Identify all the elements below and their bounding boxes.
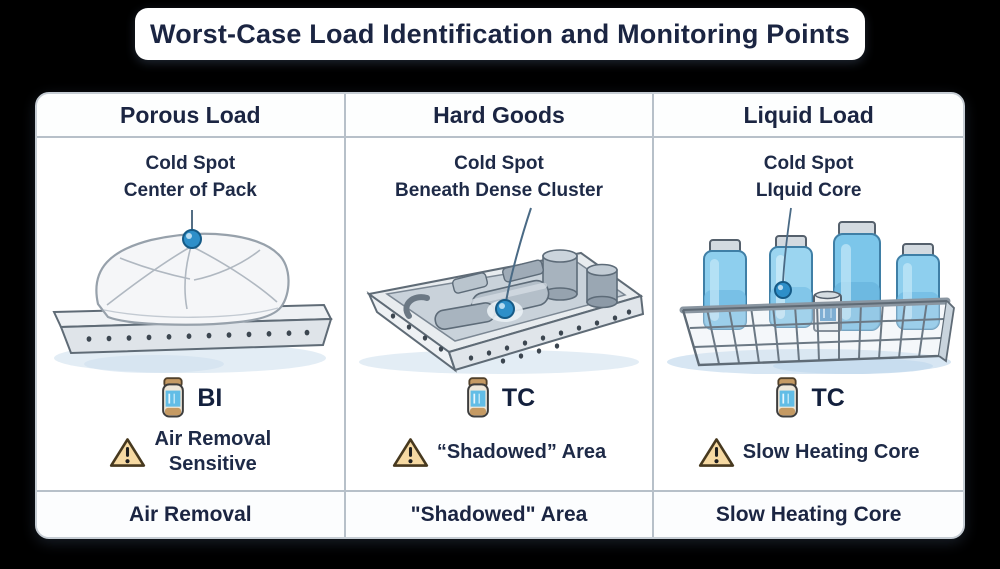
cold-spot-annotation: Cold Spot Beneath Dense Cluster — [395, 150, 603, 206]
cold-spot-line1: Cold Spot — [763, 153, 854, 174]
warning-line2: Sensitive — [168, 453, 257, 475]
footer-liquid-load: Slow Heating Core — [654, 490, 963, 537]
warning-line1: Slow Heating Core — [742, 440, 920, 463]
cold-spot-line2: LIquid Core — [755, 180, 862, 201]
tc-vial-icon — [466, 377, 489, 418]
diagram-title-box: Worst-Case Load Identification and Monit… — [135, 8, 865, 60]
wrapped-pack-illustration — [52, 210, 333, 373]
warning-line1: Air Removal — [154, 428, 272, 450]
warning-text: Air Removal Sensitive — [154, 427, 271, 477]
column-header-porous-load: Porous Load — [37, 94, 346, 138]
footer-porous-load: Air Removal — [37, 490, 346, 537]
column-header-hard-goods: Hard Goods — [345, 94, 655, 138]
warning-row: “Shadowed” Area — [392, 422, 606, 490]
column-header-liquid-load: Liquid Load — [654, 94, 963, 138]
liquid-bottles-illustration — [666, 207, 955, 374]
warning-triangle-icon — [392, 437, 428, 467]
hard-goods-cell: Cold Spot Beneath Dense Cluster — [345, 138, 655, 490]
warning-triangle-icon — [698, 437, 734, 467]
footer-hard-goods: "Shadowed" Area — [345, 490, 655, 537]
cold-spot-line2: Center of Pack — [123, 180, 257, 201]
indicator-row: BI — [158, 374, 222, 422]
cold-spot-line2: Beneath Dense Cluster — [394, 180, 603, 201]
cold-spot-annotation: Cold Spot Center of Pack — [124, 150, 257, 206]
warning-text: Slow Heating Core — [743, 440, 920, 465]
warning-triangle-icon — [110, 437, 146, 467]
liquid-load-cell: Cold Spot LIquid Core — [654, 138, 963, 490]
porous-load-cell: Cold Spot Center of Pack — [37, 138, 346, 490]
warning-row: Slow Heating Core — [698, 422, 920, 490]
instrument-tray-illustration — [358, 207, 645, 374]
cold-spot-line1: Cold Spot — [145, 153, 236, 174]
cold-spot-annotation: Cold Spot LIquid Core — [756, 150, 862, 206]
indicator-label: TC — [501, 383, 536, 412]
tc-vial-icon — [776, 377, 799, 418]
bi-vial-icon — [162, 377, 185, 418]
indicator-label: BI — [197, 383, 223, 412]
warning-text: “Shadowed” Area — [437, 440, 606, 465]
comparison-table: Porous Load Hard Goods Liquid Load Cold … — [35, 92, 965, 539]
warning-line1: “Shadowed” Area — [436, 440, 607, 463]
page-title: Worst-Case Load Identification and Monit… — [150, 18, 850, 49]
cold-spot-line1: Cold Spot — [454, 153, 544, 174]
warning-row: Air Removal Sensitive — [109, 422, 271, 490]
indicator-row: TC — [463, 374, 535, 422]
indicator-label: TC — [811, 383, 845, 412]
indicator-row: TC — [772, 374, 845, 422]
